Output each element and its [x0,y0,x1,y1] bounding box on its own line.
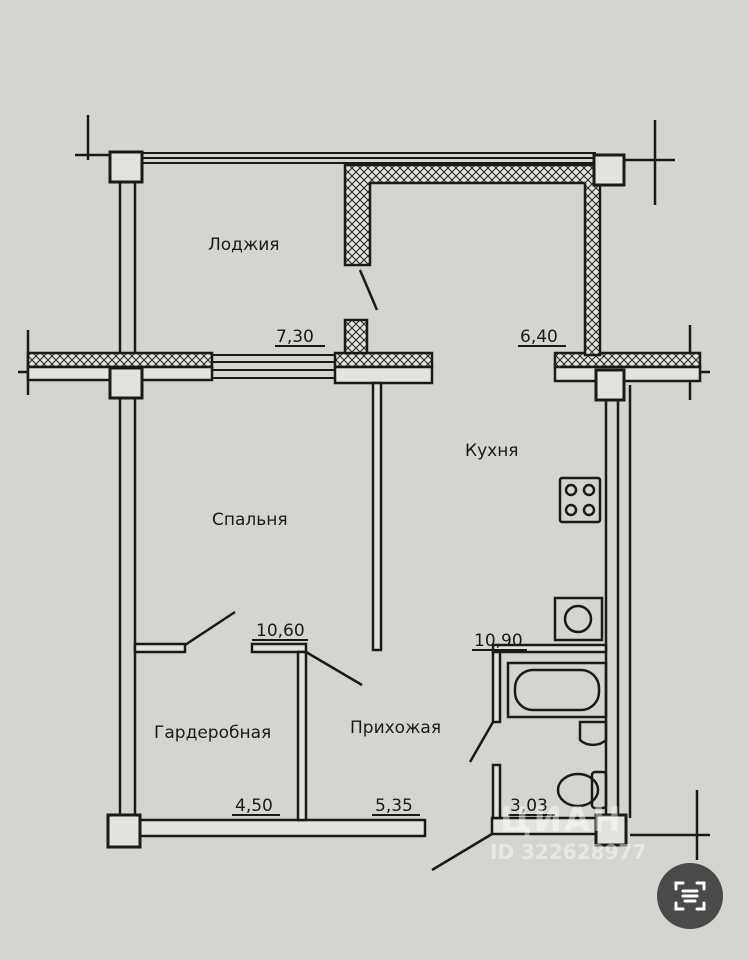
room-label-kitchen: Кухня [465,441,519,461]
column [594,368,626,402]
bathroom-wall-side-top [491,650,502,724]
room-label-bedroom: Спальня [212,510,288,530]
column [106,813,142,849]
bathroom-wall-top [491,643,608,654]
room-area-hallway: 5,35 [375,796,413,816]
wardrobe-wall-left [133,642,187,654]
washing-machine-icon [553,596,604,642]
break-line-bottom-right [630,790,710,860]
toilet-icon [556,770,608,810]
room-area-wardrobe: 4,50 [235,796,273,816]
room-area-loggia: 7,30 [276,327,314,347]
wall-hatched-right [553,351,702,369]
room-area-bedroom: 10,60 [256,621,305,641]
wall-hatched-left [26,351,214,369]
room-label-wardrobe: Гардеробная [154,723,271,743]
wardrobe-wall-top [250,642,308,654]
break-line-top-right [625,120,675,205]
watermark-id: ID 322628977 [490,840,647,864]
right-exterior-wall [604,385,632,818]
left-exterior-wall [118,398,137,818]
scan-text-icon [674,881,706,911]
stove-icon [558,476,602,524]
sink-icon [578,720,608,747]
break-line-top-left [75,115,110,160]
room-label-hallway: Прихожая [350,718,441,738]
bottom-wall [138,818,427,838]
text-scan-button[interactable] [657,863,723,929]
loggia-window [142,152,596,164]
bathtub-icon [506,661,608,719]
column [594,813,628,847]
room-area-combined: 10,90 [474,631,523,651]
column [108,366,144,400]
watermark: ЦИАН ID 322628977 [490,800,646,864]
room-area-kitchen: 6,40 [520,327,558,347]
wardrobe-wall-side [296,650,308,822]
watermark-brand: ЦИАН [500,800,623,840]
column [592,153,626,187]
loggia-left-wall [118,182,137,368]
loggia-partition [343,163,602,357]
bedroom-window [212,354,335,379]
room-label-loggia: Лоджия [208,235,280,255]
wall-hatched-mid [333,351,434,369]
room-area-bathroom: 3,03 [510,796,548,816]
wall-stub [343,318,369,355]
bedroom-kitchen-wall [371,381,383,652]
bathroom-wall-side-bottom [491,763,502,820]
column [108,150,144,184]
